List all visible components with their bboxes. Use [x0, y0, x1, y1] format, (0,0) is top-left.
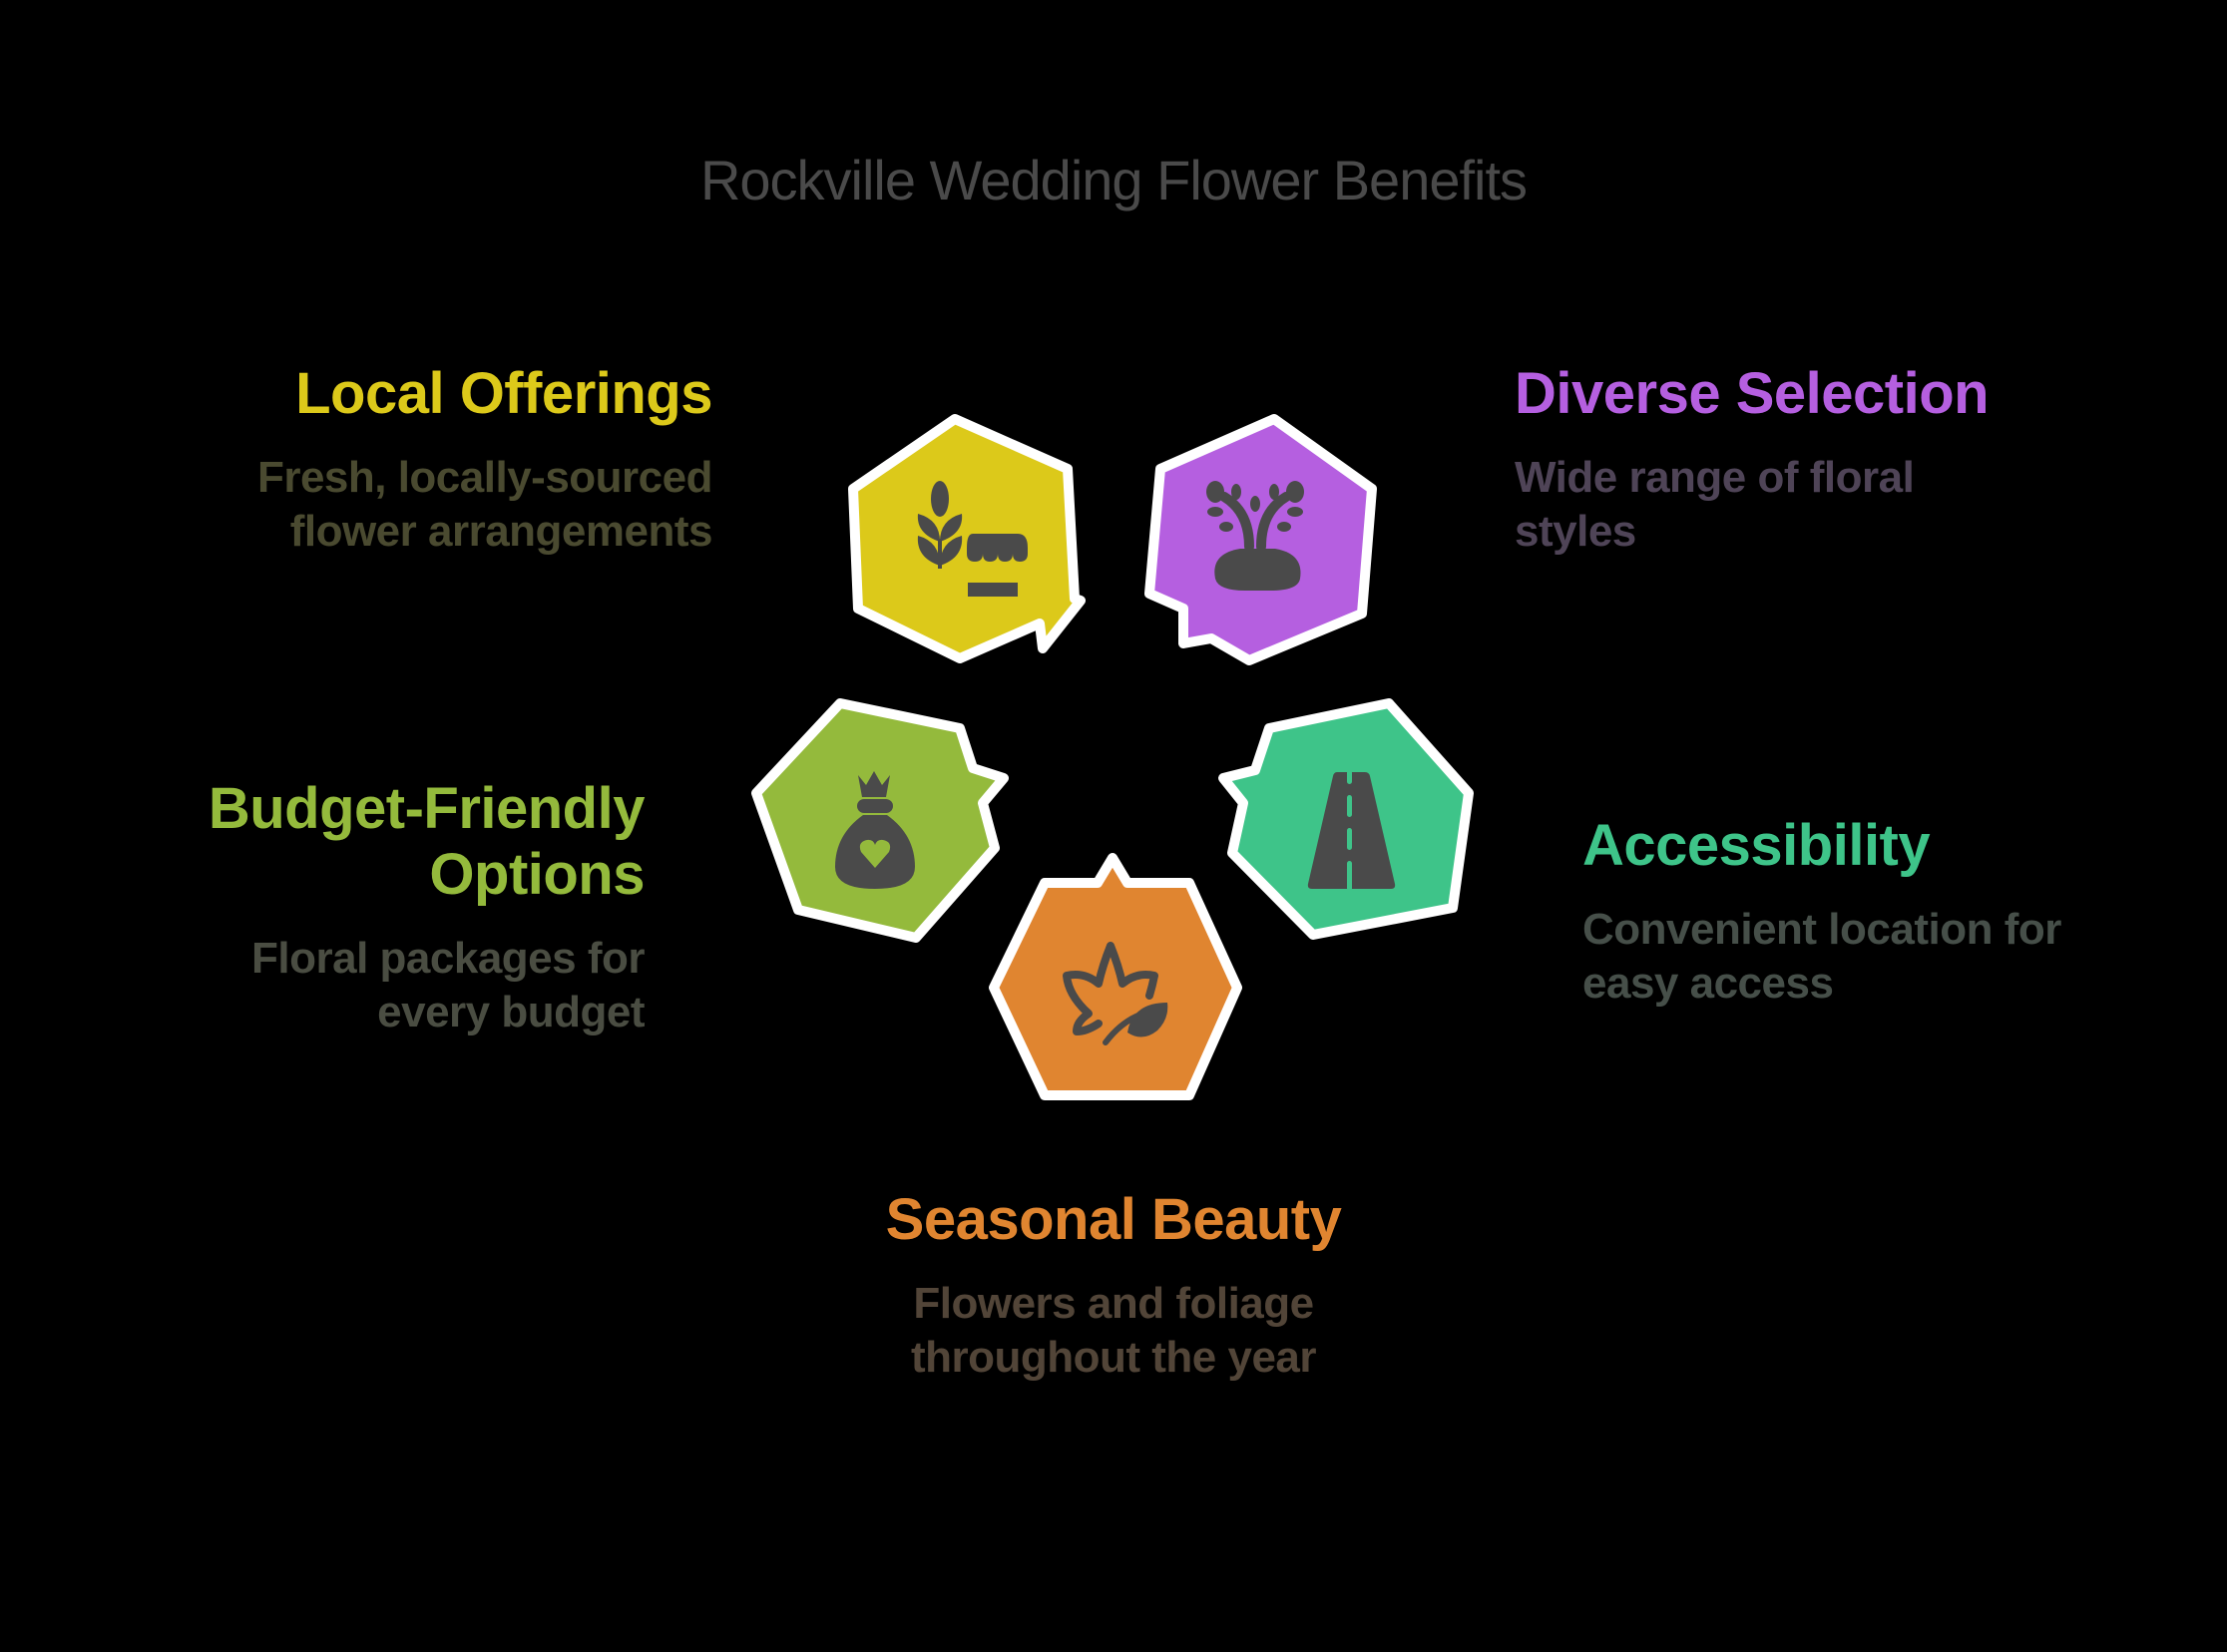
item-local-offerings: Local Offerings Fresh, locally-sourced f…	[214, 361, 713, 559]
description-line: Wide range of floral	[1515, 453, 1915, 502]
item-accessibility: Accessibility Convenient location for ea…	[1582, 813, 2101, 1011]
item-heading: Local Offerings	[295, 361, 712, 426]
item-heading: Accessibility	[1582, 813, 1931, 878]
item-heading: Budget-Friendly Options	[146, 776, 646, 908]
item-budget-friendly-options: Budget-Friendly Options Floral packages …	[146, 776, 646, 1039]
item-description: Flowers and foliage throughout the year	[864, 1277, 1363, 1385]
heading-line: Budget-Friendly	[208, 776, 646, 841]
hexagon-accessibility	[1218, 698, 1474, 940]
diagram-title: Rockville Wedding Flower Benefits	[699, 149, 1528, 211]
heading-line: Options	[429, 842, 645, 907]
item-description: Wide range of floral styles	[1515, 451, 2033, 559]
description-line: flower arrangements	[289, 507, 713, 556]
item-description: Convenient location for easy access	[1582, 903, 2101, 1011]
description-line: easy access	[1582, 959, 1834, 1008]
hexagon-local-offerings	[848, 414, 1086, 663]
item-diverse-selection: Diverse Selection Wide range of floral s…	[1515, 361, 2033, 559]
money-bag-heart-icon	[835, 771, 915, 889]
item-seasonal-beauty: Seasonal Beauty Flowers and foliage thro…	[864, 1187, 1363, 1385]
description-line: styles	[1515, 507, 1636, 556]
hexagon-seasonal-beauty	[989, 853, 1242, 1100]
road-icon	[1307, 770, 1396, 891]
description-line: Floral packages for	[251, 934, 645, 983]
hexagon-budget-friendly	[751, 698, 1009, 943]
wheat-market-stall-icon	[917, 481, 1028, 597]
description-line: throughout the year	[910, 1333, 1317, 1382]
item-heading: Diverse Selection	[1515, 361, 1990, 426]
description-line: Fresh, locally-sourced	[256, 453, 713, 502]
vase-with-sprays-icon	[1206, 481, 1304, 591]
description-line: Convenient location for	[1582, 905, 2061, 954]
autumn-leaves-icon	[1063, 942, 1168, 1045]
description-line: every budget	[377, 988, 645, 1036]
item-heading: Seasonal Beauty	[885, 1187, 1342, 1252]
hexagon-diverse-selection	[1144, 414, 1377, 665]
item-description: Floral packages for every budget	[146, 932, 645, 1039]
item-description: Fresh, locally-sourced flower arrangemen…	[214, 451, 713, 559]
description-line: Flowers and foliage	[913, 1279, 1314, 1328]
